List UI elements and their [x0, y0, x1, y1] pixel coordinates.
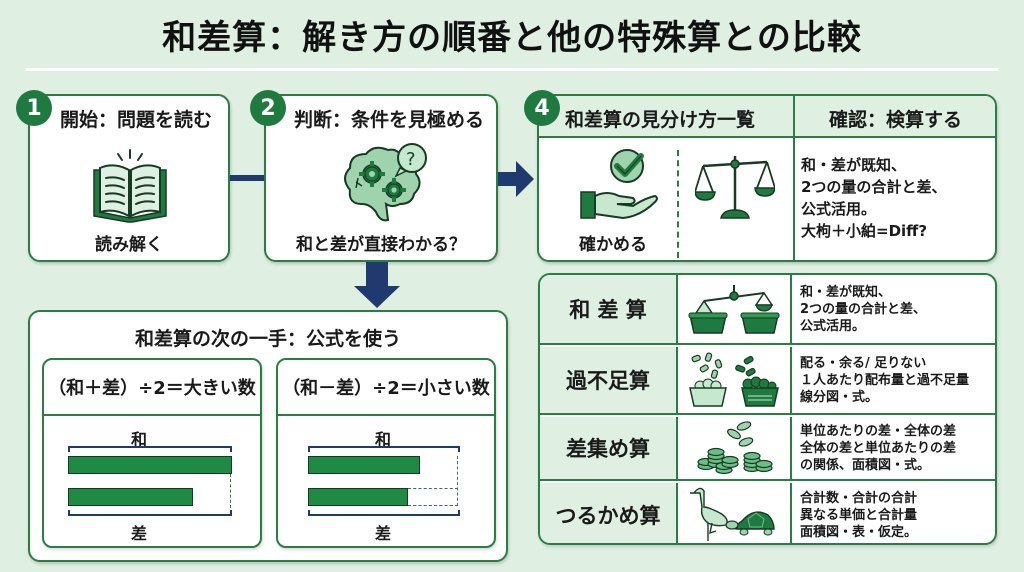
step-2-heading: 判断：条件を見極める [294, 109, 485, 131]
step-1-caption: 読み解く [95, 235, 163, 255]
description-line: 2つの量の合計と差、 [800, 301, 927, 317]
description-line: 線分図・式。 [800, 389, 879, 405]
dashed-separator [677, 150, 679, 258]
formula-card-small: （和－差）÷2＝小さい数 和 差 [276, 358, 496, 548]
method-description: 和・差が既知、 2つの量の合計と差、 公式活用。 [792, 275, 995, 343]
table-row: 差集め算 単位あたりの差・全体の差 全体の差と単 [540, 417, 995, 481]
step-4-card: 和差算の見分け方一覧 確認：検算する 確かめる 和・差が既知、 2つの量の合計と… [537, 94, 997, 262]
step-4-heading: 和差算の見分け方一覧 [565, 109, 756, 131]
table-row: つるかめ算 合計数・合計の合計 異なる単価と合計量 面積図・表・仮定。 [540, 483, 995, 543]
description-line: 面積図・表・仮定。 [800, 524, 918, 540]
crane-turtle-icon [678, 483, 792, 543]
arrow-down-icon [354, 286, 400, 308]
difference-label: 差 [130, 524, 147, 543]
sum-bar [308, 456, 420, 474]
arrow-right-icon [516, 161, 534, 197]
difference-label: 差 [374, 524, 391, 543]
step-2-badge: 2 [250, 90, 286, 126]
comparison-table: 和 差 算 和・差が既知、 2つの量の合計と差、 公式活用。 過不足算 [538, 273, 997, 545]
step-4-header [539, 96, 995, 138]
method-name: 和 差 算 [540, 275, 678, 343]
candies-baskets-icon [678, 347, 792, 413]
formula-large-text: （和＋差）÷2＝大きい数 [44, 360, 260, 416]
formula-small-text: （和－差）÷2＝小さい数 [278, 360, 494, 416]
title-divider [26, 68, 998, 71]
formula-card-large: （和＋差）÷2＝大きい数 和 差 [42, 358, 262, 548]
sum-bracket [68, 446, 232, 452]
difference-bar [68, 488, 193, 506]
method-description: 合計数・合計の合計 異なる単価と合計量 面積図・表・仮定。 [792, 483, 995, 543]
sum-label: 和 [130, 430, 147, 449]
check-line: 2つの量の合計と差、 [801, 178, 947, 196]
step-1-heading: 開始：問題を読む [60, 109, 213, 131]
balance-baskets-icon [678, 275, 792, 343]
description-line: 合計数・合計の合計 [800, 490, 918, 506]
difference-bar [308, 488, 408, 506]
description-line: 和・差が既知、 [800, 284, 892, 300]
check-line: 公式活用。 [801, 200, 877, 218]
dashed-guide [408, 488, 458, 506]
table-row: 過不足算 [540, 347, 995, 415]
description-line: の関係、面積図・式。 [800, 457, 931, 473]
difference-bracket [308, 510, 460, 516]
open-book-icon [93, 149, 167, 223]
method-name: 差集め算 [540, 417, 678, 479]
difference-bracket [68, 510, 232, 516]
connector-line [498, 172, 516, 186]
check-line: 和・差が既知、 [801, 156, 907, 174]
hand-checkmark-icon [580, 149, 658, 220]
sum-bracket [308, 446, 460, 452]
balance-scale-icon [695, 156, 775, 219]
description-line: 配る・余る/ 足りない [800, 355, 927, 371]
description-line: 異なる単価と合計量 [800, 507, 918, 523]
connector-line [366, 262, 388, 288]
description-line: 公式活用。 [800, 318, 866, 334]
formula-heading: 和差算の次の一手：公式を使う [134, 328, 401, 350]
column-divider [793, 96, 795, 260]
step-2-caption: 和と差が直接わかる？ [296, 235, 466, 255]
step-1-card: 開始：問題を読む 読み解く [28, 94, 230, 262]
method-description: 単位あたりの差・全体の差 全体の差と単位あたりの差 の関係、面積図・式。 [792, 417, 995, 479]
connector-line [230, 175, 264, 181]
page-title: 和差算：解き方の順番と他の特殊算との比較 [162, 18, 862, 58]
description-line: 全体の差と単位あたりの差 [800, 440, 957, 456]
sum-bar [68, 456, 232, 474]
description-line: 単位あたりの差・全体の差 [800, 423, 957, 439]
check-description: 和・差が既知、 2つの量の合計と差、 公式活用。 大枸＋小絈=Diff? [801, 154, 946, 242]
formula-section: 和差算の次の一手：公式を使う （和＋差）÷2＝大きい数 和 差 （和－差）÷2＝… [28, 310, 508, 562]
description-line: １人あたり配布量と過不足量 [800, 372, 970, 388]
step-2-card: 判断：条件を見極める ? 和と差が直接わかる？ [264, 94, 498, 262]
dashed-guide [230, 474, 231, 508]
method-description: 配る・余る/ 足りない １人あたり配布量と過不足量 線分図・式。 [792, 347, 995, 413]
step-4-caption: 確かめる [579, 235, 647, 255]
coin-stacks-icon [678, 417, 792, 479]
method-name: 過不足算 [540, 347, 678, 413]
sum-label: 和 [374, 430, 391, 449]
brain-gears-question-icon: ? [344, 143, 427, 222]
svg-text:?: ? [406, 149, 416, 170]
table-row: 和 差 算 和・差が既知、 2つの量の合計と差、 公式活用。 [540, 275, 995, 345]
step-4-badge: 4 [524, 90, 560, 126]
check-heading: 確認：検算する [829, 109, 963, 131]
check-line: 大枸＋小絈=Diff? [801, 222, 928, 240]
method-name: つるかめ算 [540, 483, 678, 543]
step-1-badge: 1 [16, 90, 52, 126]
